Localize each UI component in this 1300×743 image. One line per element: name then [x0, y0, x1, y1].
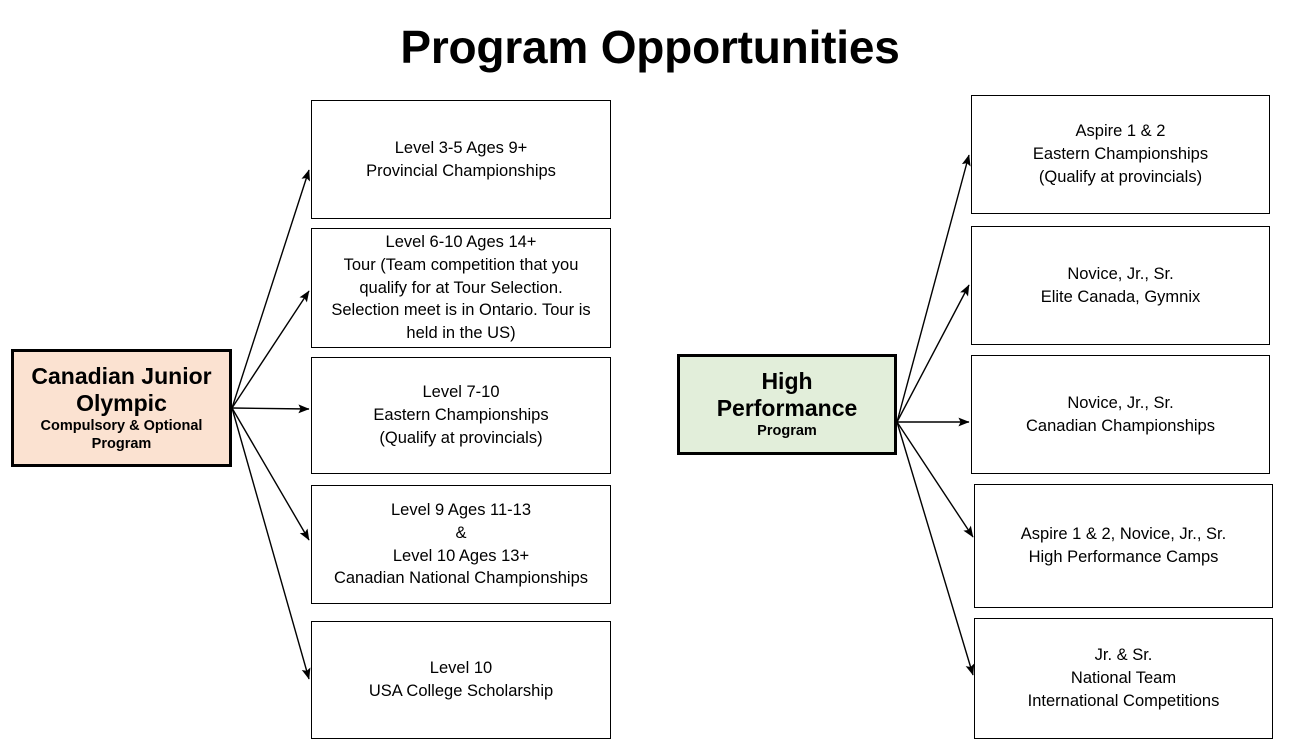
outcome-line: Elite Canada, Gymnix: [1040, 287, 1201, 306]
outcome-line: Novice, Jr., Sr.: [1067, 393, 1174, 412]
source-title-line1: High Performance: [716, 368, 858, 422]
outcome-line: Level 10: [429, 659, 493, 678]
connector-arrow-hp-1: [896, 154, 971, 423]
outcome-line: Canadian Championships: [1026, 416, 1215, 435]
outcome-line: Selection meet is in Ontario. Tour is: [331, 301, 591, 320]
source-node-high-performance[interactable]: High Performance Program: [677, 354, 897, 455]
outcome-line: Canadian National Championships: [333, 569, 589, 588]
outcome-line: High Performance Camps: [1028, 548, 1219, 566]
outcome-line: Eastern Championships: [1032, 145, 1209, 164]
source-node-canadian-junior-olympic[interactable]: Canadian Junior Olympic Compulsory & Opt…: [11, 349, 232, 467]
outcome-box-level-10-usa-scholarship[interactable]: Level 10 USA College Scholarship: [311, 621, 611, 739]
outcome-box-aspire-eastern[interactable]: Aspire 1 & 2 Eastern Championships (Qual…: [971, 95, 1270, 214]
outcome-box-level-7-10-eastern[interactable]: Level 7-10 Eastern Championships (Qualif…: [311, 357, 611, 474]
outcome-line: qualify for at Tour Selection.: [359, 278, 563, 297]
outcome-box-level-9-10-national[interactable]: Level 9 Ages 11-13 & Level 10 Ages 13+ C…: [311, 485, 611, 604]
outcome-line: Level 9 Ages 11-13: [390, 500, 532, 519]
outcome-line: Level 7-10: [422, 383, 500, 402]
outcome-box-national-team-international[interactable]: Jr. & Sr. National Team International Co…: [974, 618, 1273, 739]
outcome-line: Provincial Championships: [366, 161, 556, 180]
outcome-line: USA College Scholarship: [368, 682, 554, 700]
outcome-box-canadian-championships[interactable]: Novice, Jr., Sr. Canadian Championships: [971, 355, 1270, 474]
connector-arrow-hp-5: [896, 421, 975, 676]
outcome-line: Tour (Team competition that you: [343, 255, 579, 274]
source-subtitle-line2: Program: [91, 435, 152, 452]
outcome-line: (Qualify at provincials): [1038, 167, 1203, 186]
connector-arrow-cjo-3: [231, 404, 310, 414]
outcome-line: International Competitions: [1027, 691, 1220, 710]
connector-arrow-hp-4: [896, 421, 974, 538]
outcome-line: Novice, Jr., Sr.: [1067, 264, 1174, 283]
outcome-box-elite-canada-gymnix[interactable]: Novice, Jr., Sr. Elite Canada, Gymnix: [971, 226, 1270, 345]
outcome-line: (Qualify at provincials): [379, 428, 543, 447]
outcome-line: &: [455, 523, 467, 542]
source-title-line2: Olympic: [76, 390, 167, 417]
outcome-line: Aspire 1 & 2, Novice, Jr., Sr.: [1020, 525, 1227, 544]
connector-arrow-hp-2: [896, 284, 970, 423]
page-title: Program Opportunities: [400, 21, 900, 73]
source-subtitle-line1: Compulsory & Optional: [40, 418, 203, 435]
outcome-line: Aspire 1 & 2: [1075, 122, 1166, 141]
connector-arrow-cjo-5: [231, 407, 311, 680]
outcome-line: Level 10 Ages 13+: [392, 546, 530, 565]
connector-arrow-cjo-1: [231, 169, 310, 409]
connector-arrow-cjo-2: [231, 290, 310, 409]
outcome-line: Level 3-5 Ages 9+: [394, 138, 528, 157]
outcome-box-high-performance-camps[interactable]: Aspire 1 & 2, Novice, Jr., Sr. High Perf…: [974, 484, 1273, 608]
source-title-line1: Canadian Junior: [31, 362, 212, 389]
outcome-box-level-6-10-tour[interactable]: Level 6-10 Ages 14+ Tour (Team competiti…: [311, 228, 611, 348]
outcome-line: Eastern Championships: [373, 406, 549, 425]
source-subtitle-line1: Program: [757, 423, 817, 440]
outcome-line: Level 6-10 Ages 14+: [385, 233, 537, 252]
connector-arrow-cjo-4: [231, 407, 310, 541]
outcome-line: National Team: [1070, 669, 1177, 688]
outcome-line: held in the US): [406, 324, 516, 343]
outcome-line: Jr. & Sr.: [1094, 646, 1153, 665]
outcome-box-level-3-5-provincial[interactable]: Level 3-5 Ages 9+ Provincial Championshi…: [311, 100, 611, 219]
